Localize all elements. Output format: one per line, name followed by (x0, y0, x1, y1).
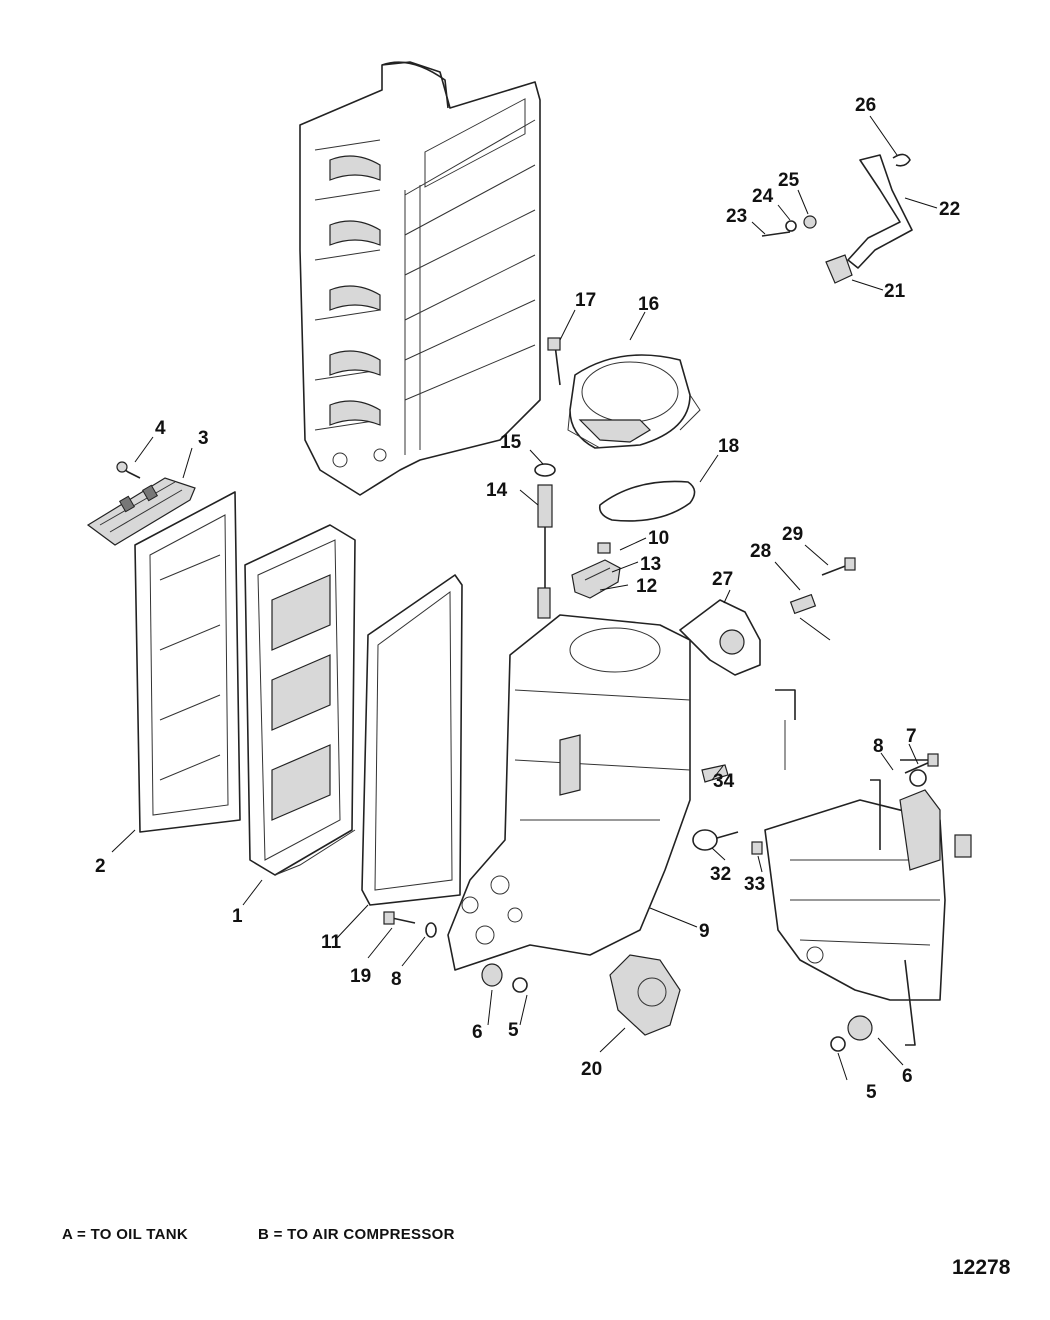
callout-15: 15 (500, 432, 522, 453)
throttle-body-part (547, 337, 701, 449)
linkage-part-22 (847, 154, 913, 269)
clip-part-26 (892, 153, 911, 167)
callout-29: 29 (782, 524, 803, 545)
washer-part-24 (785, 220, 797, 232)
callout-26: 26 (855, 95, 876, 116)
sensor-part-14 (537, 484, 553, 619)
callout-24: 24 (752, 186, 774, 207)
callout-6a: 6 (472, 1022, 483, 1043)
bolt-part-19 (383, 911, 416, 925)
gasket-plate-part (134, 491, 241, 833)
callout-13: 13 (640, 554, 661, 575)
callout-27: 27 (712, 569, 733, 590)
washer-part-8b (909, 769, 927, 787)
nut-part-33 (751, 841, 763, 855)
figure-number: 12278 (952, 1256, 1011, 1279)
callout-21: 21 (884, 281, 906, 302)
callout-5b: 5 (866, 1082, 877, 1103)
callout-28: 28 (750, 541, 771, 562)
callout-7: 7 (906, 726, 917, 747)
callout-10: 10 (648, 528, 669, 549)
callout-6b: 6 (902, 1066, 913, 1087)
callout-5a: 5 (508, 1020, 519, 1041)
callout-3: 3 (198, 428, 209, 449)
spacer-part-25 (803, 215, 817, 229)
intake-gasket-part (361, 574, 463, 906)
callout-22: 22 (939, 199, 960, 220)
callout-19: 19 (350, 966, 371, 987)
callout-14: 14 (486, 480, 508, 501)
screw-part-4 (116, 461, 141, 479)
grommet-part-6a (481, 963, 503, 987)
callout-33: 33 (744, 874, 765, 895)
leader-lines (111, 115, 938, 1081)
ball-socket-part-21 (825, 254, 853, 284)
callout-18: 18 (718, 436, 739, 457)
intake-manifold-part (447, 614, 691, 971)
callout-23: 23 (726, 206, 747, 227)
fitting-part-28 (789, 593, 817, 615)
bracket-part-27 (679, 599, 761, 676)
callout-12: 12 (636, 576, 657, 597)
reed-block-part (86, 477, 196, 546)
fitting-part-34 (701, 764, 729, 783)
callout-16: 16 (638, 294, 659, 315)
callout-8b: 8 (873, 736, 884, 757)
oring-part-15 (534, 463, 556, 477)
callout-labels: 1 2 3 4 5 5 6 6 7 8 8 9 10 11 12 13 14 1… (95, 95, 960, 1103)
bolt-part-7 (904, 753, 939, 774)
adaptor-plate-part (244, 524, 356, 876)
legend-oil-tank: A = TO OIL TANK (62, 1226, 189, 1243)
grommet-part-6b (847, 1015, 873, 1041)
callout-9: 9 (699, 921, 710, 942)
washer-part-8a (425, 922, 437, 938)
callout-25: 25 (778, 170, 800, 191)
screw-part-23 (761, 231, 791, 237)
callout-17: 17 (575, 290, 596, 311)
legend-air-compressor: B = TO AIR COMPRESSOR (258, 1226, 455, 1243)
callout-4: 4 (155, 418, 166, 439)
bolt-part-29 (821, 557, 856, 576)
oil-pump-assembly-part (764, 689, 972, 1046)
callout-1: 1 (232, 906, 243, 927)
callout-2: 2 (95, 856, 106, 877)
sensor-part-12 (571, 542, 621, 599)
clamp-part-32 (692, 829, 739, 851)
washer-part-5b (830, 1036, 846, 1052)
washer-part-5a (512, 977, 528, 993)
callout-32: 32 (710, 864, 731, 885)
callout-8a: 8 (391, 969, 402, 990)
callout-20: 20 (581, 1059, 602, 1080)
crankcase-block (299, 61, 541, 496)
sensor-part-20 (609, 954, 681, 1036)
callout-11: 11 (321, 932, 342, 953)
callout-34: 34 (713, 771, 735, 792)
oring-part-18 (598, 480, 696, 522)
